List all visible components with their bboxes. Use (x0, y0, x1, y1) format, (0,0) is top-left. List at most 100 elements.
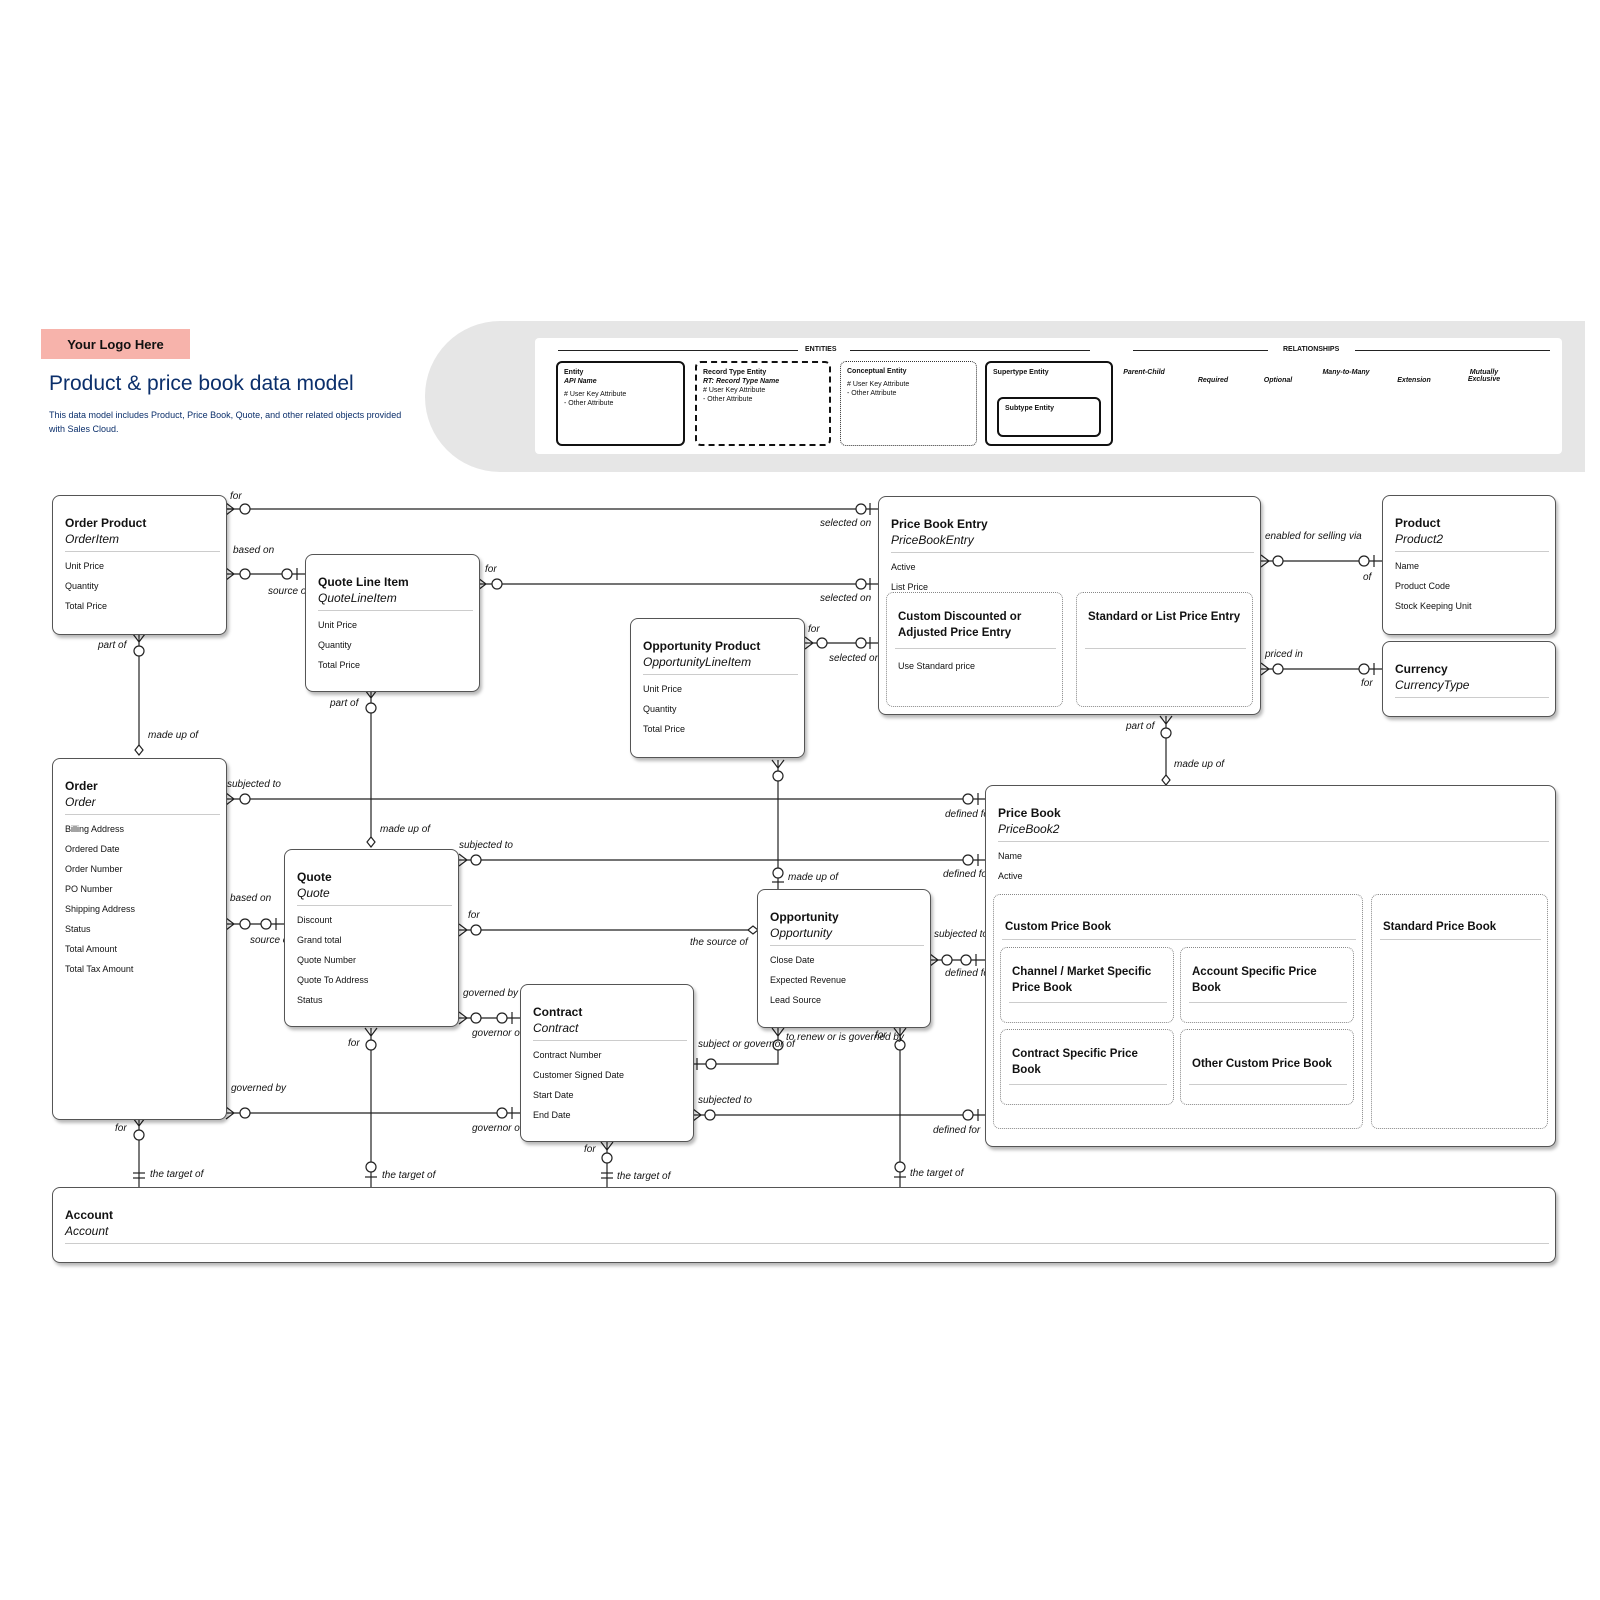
entity-api-name: Opportunity (770, 926, 833, 940)
divider (770, 945, 924, 946)
entity-quote-line-item[interactable]: Quote Line Item QuoteLineItem Unit Price… (305, 554, 480, 692)
attribute: Ordered Date (65, 844, 120, 854)
rel-label: subjected to (227, 779, 281, 790)
subtype-name: Channel / Market Specific Price Book (1012, 966, 1152, 994)
legend-rel-many-to-many: Many-to-Many (1322, 369, 1370, 376)
rel-label: the source of (690, 937, 749, 948)
rel-label: governed by (231, 1083, 287, 1094)
attribute: Use Standard price (898, 661, 976, 671)
attribute: Quantity (65, 581, 99, 591)
attribute: Unit Price (318, 620, 358, 630)
attribute: Total Amount (65, 944, 118, 954)
rel-label: subject or governor of (698, 1039, 796, 1050)
rel-label: governed by (463, 988, 519, 999)
divider (1189, 1002, 1347, 1003)
divider (1380, 939, 1541, 940)
attribute: Status (65, 924, 91, 934)
legend-record-type-sample: Record Type Entity RT: Record Type Name … (695, 361, 831, 446)
attribute: Contract Number (533, 1050, 602, 1060)
rel-label: subjected to (698, 1095, 752, 1106)
rel-label: governor of (472, 1028, 524, 1039)
attribute: Active (998, 871, 1023, 881)
divider (65, 1243, 1549, 1244)
entity-quote[interactable]: Quote Quote Discount Grand total Quote N… (284, 849, 459, 1027)
rel-label: for (875, 1030, 887, 1041)
subtype-name: Standard or List Price Entry (1088, 611, 1241, 623)
attribute: Quote Number (297, 955, 357, 965)
divider (297, 905, 452, 906)
rel-label: selected on (829, 653, 881, 664)
legend-supertype-sample: Supertype Entity Subtype Entity (985, 361, 1113, 446)
entity-name: Currency (1395, 662, 1448, 676)
entity-product[interactable]: Product Product2 Name Product Code Stock… (1382, 495, 1556, 635)
legend-rule (850, 350, 1090, 351)
divider (895, 648, 1056, 649)
divider (1395, 551, 1549, 552)
entity-currency[interactable]: Currency CurrencyType (1382, 641, 1556, 717)
logo-placeholder: Your Logo Here (41, 329, 190, 359)
rel-label: source of (268, 586, 310, 597)
rel-label: selected on (820, 518, 872, 529)
attribute: Quote To Address (297, 975, 369, 985)
entity-api-name: Quote (297, 886, 330, 900)
subtype-name: Custom Price Book (1005, 921, 1112, 933)
attribute: Start Date (533, 1090, 574, 1100)
entity-name: Product (1395, 516, 1441, 530)
legend-entity-name: Entity (564, 369, 584, 376)
rel-label: made up of (1174, 759, 1225, 770)
rel-label: the target of (150, 1169, 205, 1180)
entity-contract[interactable]: Contract Contract Contract Number Custom… (520, 984, 694, 1142)
attribute: Total Tax Amount (65, 964, 134, 974)
subtype-name: Standard Price Book (1383, 921, 1497, 933)
entity-name: Opportunity Product (643, 639, 761, 653)
rel-label: of (1363, 572, 1373, 583)
attribute: Unit Price (643, 684, 683, 694)
attribute: Stock Keeping Unit (1395, 601, 1472, 611)
attribute: Expected Revenue (770, 975, 847, 985)
entity-price-book[interactable]: Price Book PriceBook2 Name Active Custom… (985, 785, 1556, 1147)
divider (1002, 939, 1356, 940)
attribute: End Date (533, 1110, 571, 1120)
attribute: Lead Source (770, 995, 822, 1005)
entity-account[interactable]: Account Account (52, 1187, 1556, 1263)
rel-label: part of (97, 640, 128, 651)
entity-api-name: CurrencyType (1395, 678, 1470, 692)
subtype-account-specific-price-book[interactable]: Account Specific Price Book (1180, 947, 1354, 1023)
legend-rel-optional: Optional (1263, 377, 1293, 384)
subtype-contract-specific-price-book[interactable]: Contract Specific Price Book (1000, 1029, 1174, 1105)
divider (1189, 1084, 1347, 1085)
legend-conceptual-name: Conceptual Entity (847, 368, 907, 375)
entity-price-book-entry[interactable]: Price Book Entry PriceBookEntry Active L… (878, 496, 1261, 715)
attribute: Quantity (643, 704, 677, 714)
subtype-channel-market-price-book[interactable]: Channel / Market Specific Price Book (1000, 947, 1174, 1023)
entity-order-product[interactable]: Order Product OrderItem Unit Price Quant… (52, 495, 227, 635)
legend-rel-parent-child: Parent-Child (1123, 369, 1165, 376)
rel-label: priced in (1264, 649, 1303, 660)
attribute: Total Price (643, 724, 686, 734)
attribute: Status (297, 995, 323, 1005)
attribute: PO Number (65, 884, 113, 894)
subtype-name: Custom Discounted or Adjusted Price Entr… (898, 611, 1022, 639)
attribute: Total Price (318, 660, 361, 670)
entity-order[interactable]: Order Order Billing Address Ordered Date… (52, 758, 227, 1120)
legend-rel-mutually-exclusive: Mutually Exclusive (1467, 369, 1501, 383)
entity-opportunity-product[interactable]: Opportunity Product OpportunityLineItem … (630, 618, 805, 758)
attribute: Discount (297, 915, 333, 925)
rel-label: governor of (472, 1123, 524, 1134)
rel-label: subjected to (934, 929, 988, 940)
subtype-other-custom-price-book[interactable]: Other Custom Price Book (1180, 1029, 1354, 1105)
divider (1009, 1084, 1167, 1085)
legend-rule (558, 350, 798, 351)
entity-name: Price Book (998, 806, 1061, 820)
entity-opportunity[interactable]: Opportunity Opportunity Close Date Expec… (757, 889, 931, 1028)
attribute: Close Date (770, 955, 815, 965)
divider (1395, 697, 1549, 698)
subtype-standard-list-price-entry[interactable]: Standard or List Price Entry (1076, 592, 1253, 707)
entity-api-name: Order (65, 795, 96, 809)
rel-label: defined for (933, 1125, 981, 1136)
entity-api-name: Contract (533, 1021, 579, 1035)
subtype-custom-price-book[interactable]: Custom Price Book Channel / Market Speci… (993, 894, 1363, 1129)
subtype-custom-discounted-price-entry[interactable]: Custom Discounted or Adjusted Price Entr… (886, 592, 1063, 707)
subtype-standard-price-book[interactable]: Standard Price Book (1371, 894, 1548, 1129)
divider (998, 841, 1549, 842)
